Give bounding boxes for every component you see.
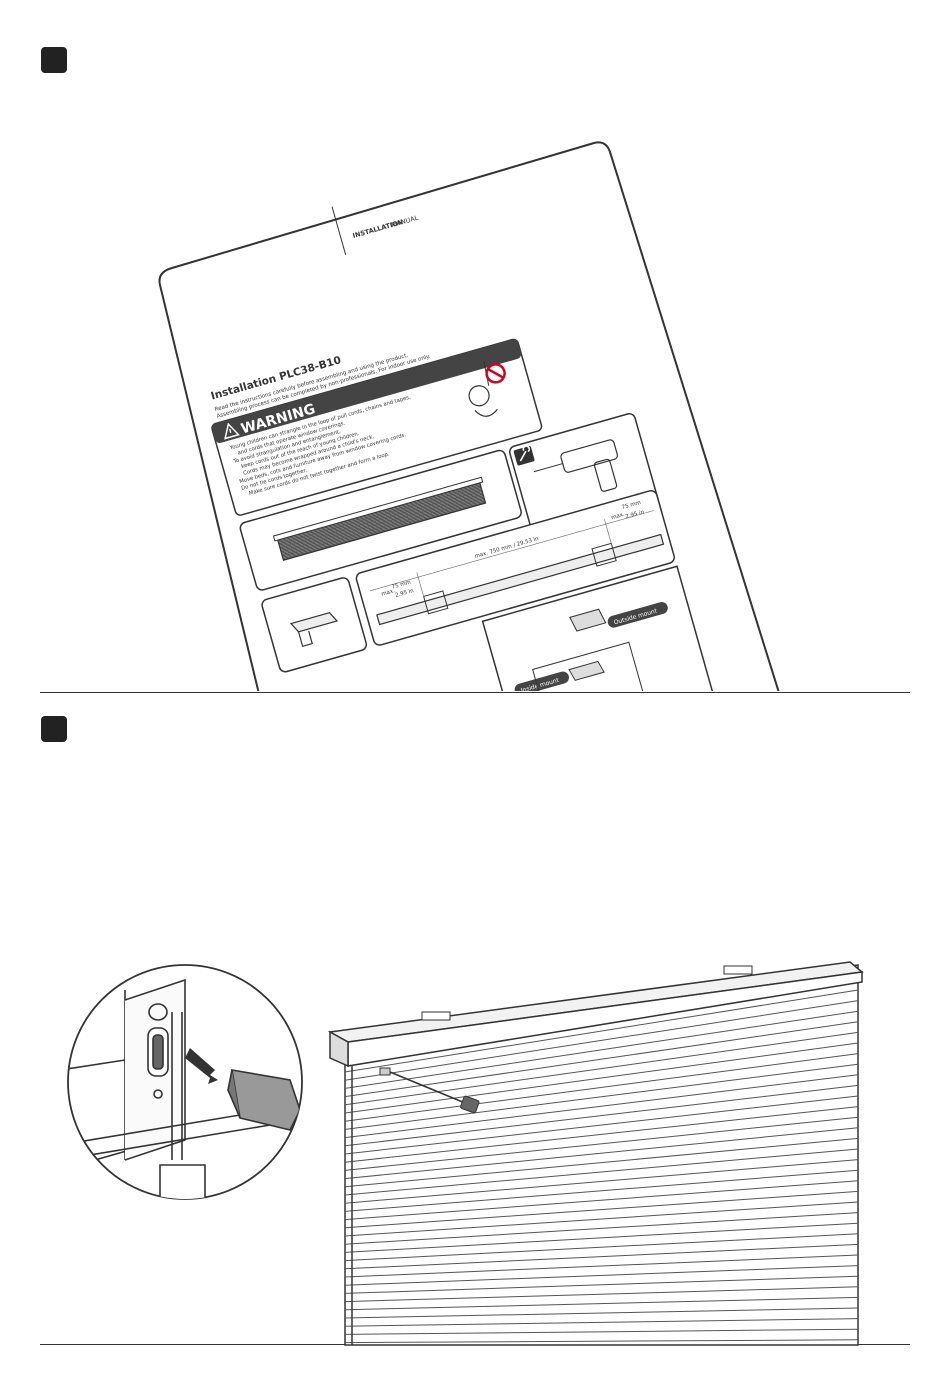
- shade-pleat: [344, 1148, 859, 1196]
- shade-pleat: [344, 1233, 859, 1262]
- shade-pleat: [344, 989, 859, 1073]
- shade-pleat: [344, 1053, 859, 1122]
- shade-pleat: [344, 1106, 859, 1163]
- shade-pleat: [344, 1063, 859, 1130]
- step-1-badge: [41, 47, 67, 73]
- step-2-badge: [41, 716, 67, 742]
- shade-pleat: [344, 1042, 859, 1114]
- shade-pleat: [344, 1275, 859, 1294]
- shade-pleat: [344, 1243, 859, 1270]
- shade-pleat: [344, 1074, 859, 1139]
- no-child-icon: [468, 361, 506, 417]
- dim-right-max: max.: [611, 512, 626, 522]
- shade-pleat: [344, 1031, 859, 1106]
- dim-left-max: max.: [381, 588, 396, 598]
- pleated-shade: [344, 964, 859, 1346]
- shade-pleat: [344, 1084, 859, 1147]
- shade-pleat: [344, 1021, 859, 1098]
- divider-step-1: [40, 692, 910, 693]
- shade-pleat: [344, 1212, 859, 1245]
- dim-left-in: 2.95 in: [395, 588, 415, 599]
- charging-port-zoom: [67, 964, 303, 1200]
- shade-pleat: [344, 1116, 859, 1171]
- manual-illustration: INSTALLATION MANUAL Installation PLC38-B…: [158, 141, 780, 691]
- shade-pleat: [344, 1296, 859, 1311]
- shade-pleat: [344, 1339, 859, 1344]
- shade-pleat: [344, 1318, 859, 1327]
- dim-left-mm: 75 mm: [391, 580, 411, 591]
- shade-pleat: [344, 1159, 859, 1204]
- charging-cable: [379, 1067, 480, 1114]
- shade-pleat: [344, 1254, 859, 1278]
- shade-pleat: [344, 1000, 859, 1081]
- dim-right-in: 2.95 in: [625, 509, 645, 520]
- shade-pleat: [344, 1286, 859, 1303]
- shade-pleat: [344, 1169, 859, 1212]
- mount-panel: [481, 565, 725, 691]
- shade-pleat: [344, 1127, 859, 1180]
- warning-triangle-icon: [224, 422, 241, 440]
- shade-pleat: [344, 1222, 859, 1253]
- shade-pleat: [344, 1265, 859, 1286]
- head-rail: [327, 961, 864, 1068]
- shade-pleat: [344, 1010, 859, 1089]
- shade-pleat: [344, 1307, 859, 1319]
- shade-pleat: [344, 1190, 859, 1229]
- shade-pleat: [344, 1328, 859, 1335]
- shade-pleat: [344, 1201, 859, 1237]
- shade-pleat: [344, 1180, 859, 1221]
- shade-pleat: [344, 1095, 859, 1155]
- shade-pleat: [344, 1137, 859, 1188]
- divider-step-2: [40, 1344, 910, 1345]
- dim-right-mm: 75 mm: [621, 500, 641, 511]
